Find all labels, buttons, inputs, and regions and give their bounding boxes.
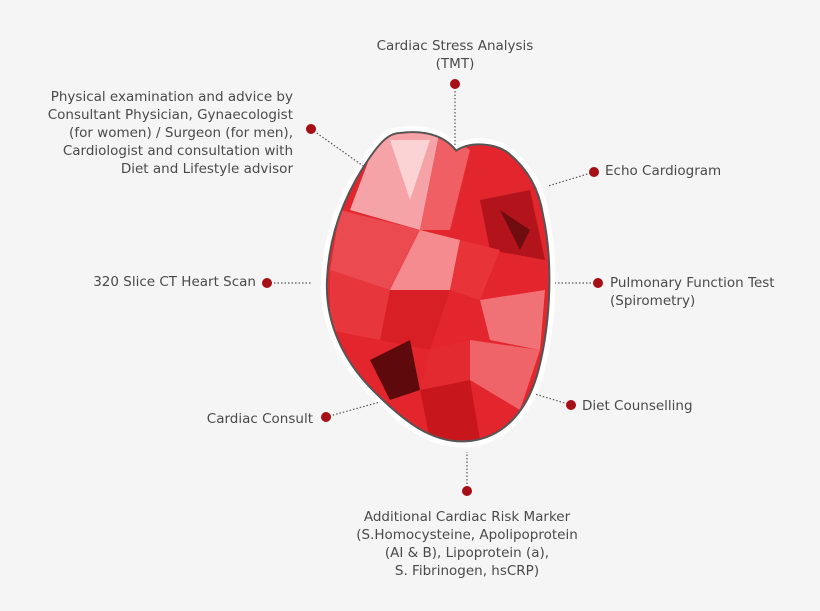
dot-stress: [450, 79, 460, 89]
heart-icon: [320, 125, 560, 455]
connector-lines: [267, 84, 598, 491]
label-ct-scan: 320 Slice CT Heart Scan: [93, 274, 256, 290]
label-physical-examination: Physical examination and advice by Consu…: [47, 89, 293, 177]
label-risk-marker: Additional Cardiac Risk Marker (S.Homocy…: [356, 509, 578, 579]
dot-risk: [462, 486, 472, 496]
label-cardiac-stress: Cardiac Stress Analysis (TMT): [376, 38, 534, 72]
dot-ct: [262, 278, 272, 288]
marker-dots: [262, 79, 603, 496]
dot-diet: [566, 400, 576, 410]
label-diet-counselling: Diet Counselling: [582, 398, 693, 414]
label-echo-cardiogram: Echo Cardiogram: [605, 163, 722, 179]
dot-consult: [321, 412, 331, 422]
dot-physical: [306, 124, 316, 134]
label-cardiac-consult: Cardiac Consult: [206, 411, 313, 427]
label-pulmonary-function: Pulmonary Function Test (Spirometry): [610, 275, 775, 309]
dot-pulmonary: [593, 278, 603, 288]
dot-echo: [589, 167, 599, 177]
